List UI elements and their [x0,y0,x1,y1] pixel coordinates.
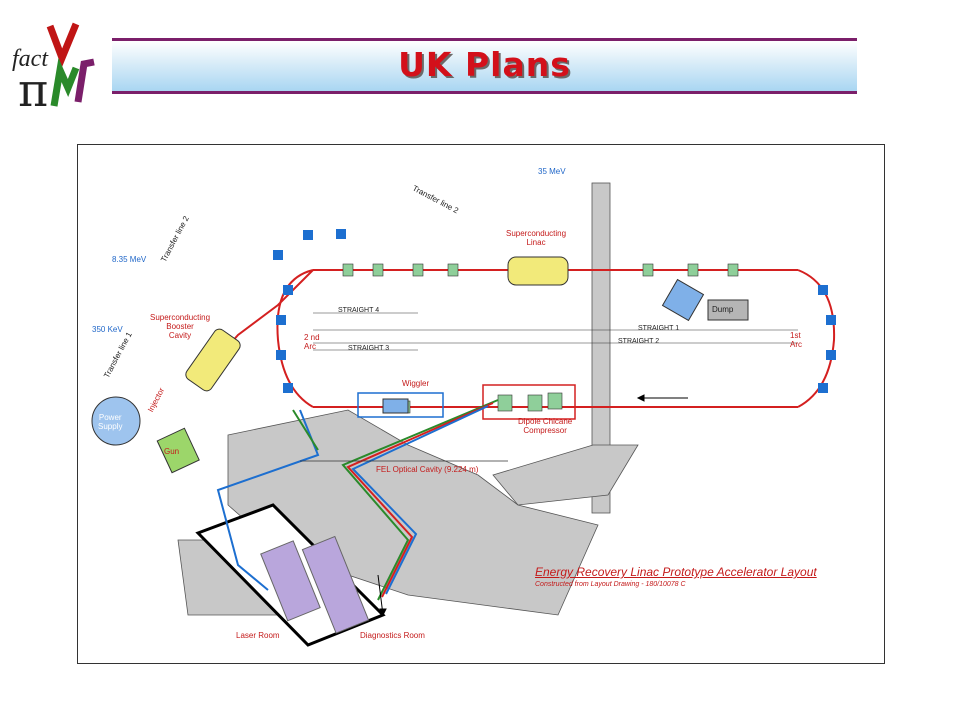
label-straight-4: STRAIGHT 4 [338,307,380,314]
flow-arrows [377,394,688,617]
accelerator-layout-diagram: 35 MeV 8.35 MeV 350 KeV Transfer line 1 … [77,144,885,664]
diagram-caption-title: Energy Recovery Linac Prototype Accelera… [535,565,817,579]
label-wiggler: Wiggler [402,379,430,388]
title-banner: UK Plans [112,38,857,94]
beamline [197,269,836,408]
optical-transport-lines [216,399,499,601]
label-sc-booster: Superconducting Booster Cavity [150,313,211,340]
label-chicane: Dipole Chicane Compressor [518,417,573,435]
label-gun: Gun [164,447,180,456]
straight-dimensions [313,312,798,351]
svg-text:π: π [18,63,48,110]
logo-fact-text: fact [12,46,49,72]
layout-drawing [91,182,836,647]
gun-block [156,427,200,474]
label-diagnostics-room: Diagnostics Room [360,631,425,640]
dump-line [661,278,705,322]
arc-magnets [273,229,836,393]
fact-logo: fact π [10,18,105,117]
laser-table-1 [260,540,321,622]
label-dump: Dump [712,305,734,314]
slide-title: UK Plans [398,45,571,84]
wiggler-magnet [382,398,409,414]
label-8-35-mev: 8.35 MeV [112,255,147,264]
booster-cavity [185,328,241,392]
sc-linac-cavity [507,256,569,286]
label-2nd-arc: 2 nd Arc [304,333,320,351]
wiggler-box [357,392,444,418]
label-laser-room: Laser Room [236,631,280,640]
label-straight-3: STRAIGHT 3 [348,345,390,352]
label-power-supply: Power Supply [98,413,123,431]
label-350-kev: 350 KeV [92,325,123,334]
label-fel-cavity: FEL Optical Cavity (9.224 m) [376,465,479,474]
laser-table-2 [301,535,370,634]
label-straight-2: STRAIGHT 2 [618,338,660,345]
diagram-caption-subtitle: Constructed from Layout Drawing - 180/10… [535,581,686,588]
chicane-box [482,384,576,420]
label-sc-linac: Superconducting Linac [506,229,567,247]
label-35-mev: 35 MeV [538,167,566,176]
beamline-modules [342,263,739,414]
label-1st-arc: 1st Arc [790,331,802,349]
power-supply-circle [91,396,141,446]
label-straight-1: STRAIGHT 1 [638,325,680,332]
dump-block [707,299,749,321]
